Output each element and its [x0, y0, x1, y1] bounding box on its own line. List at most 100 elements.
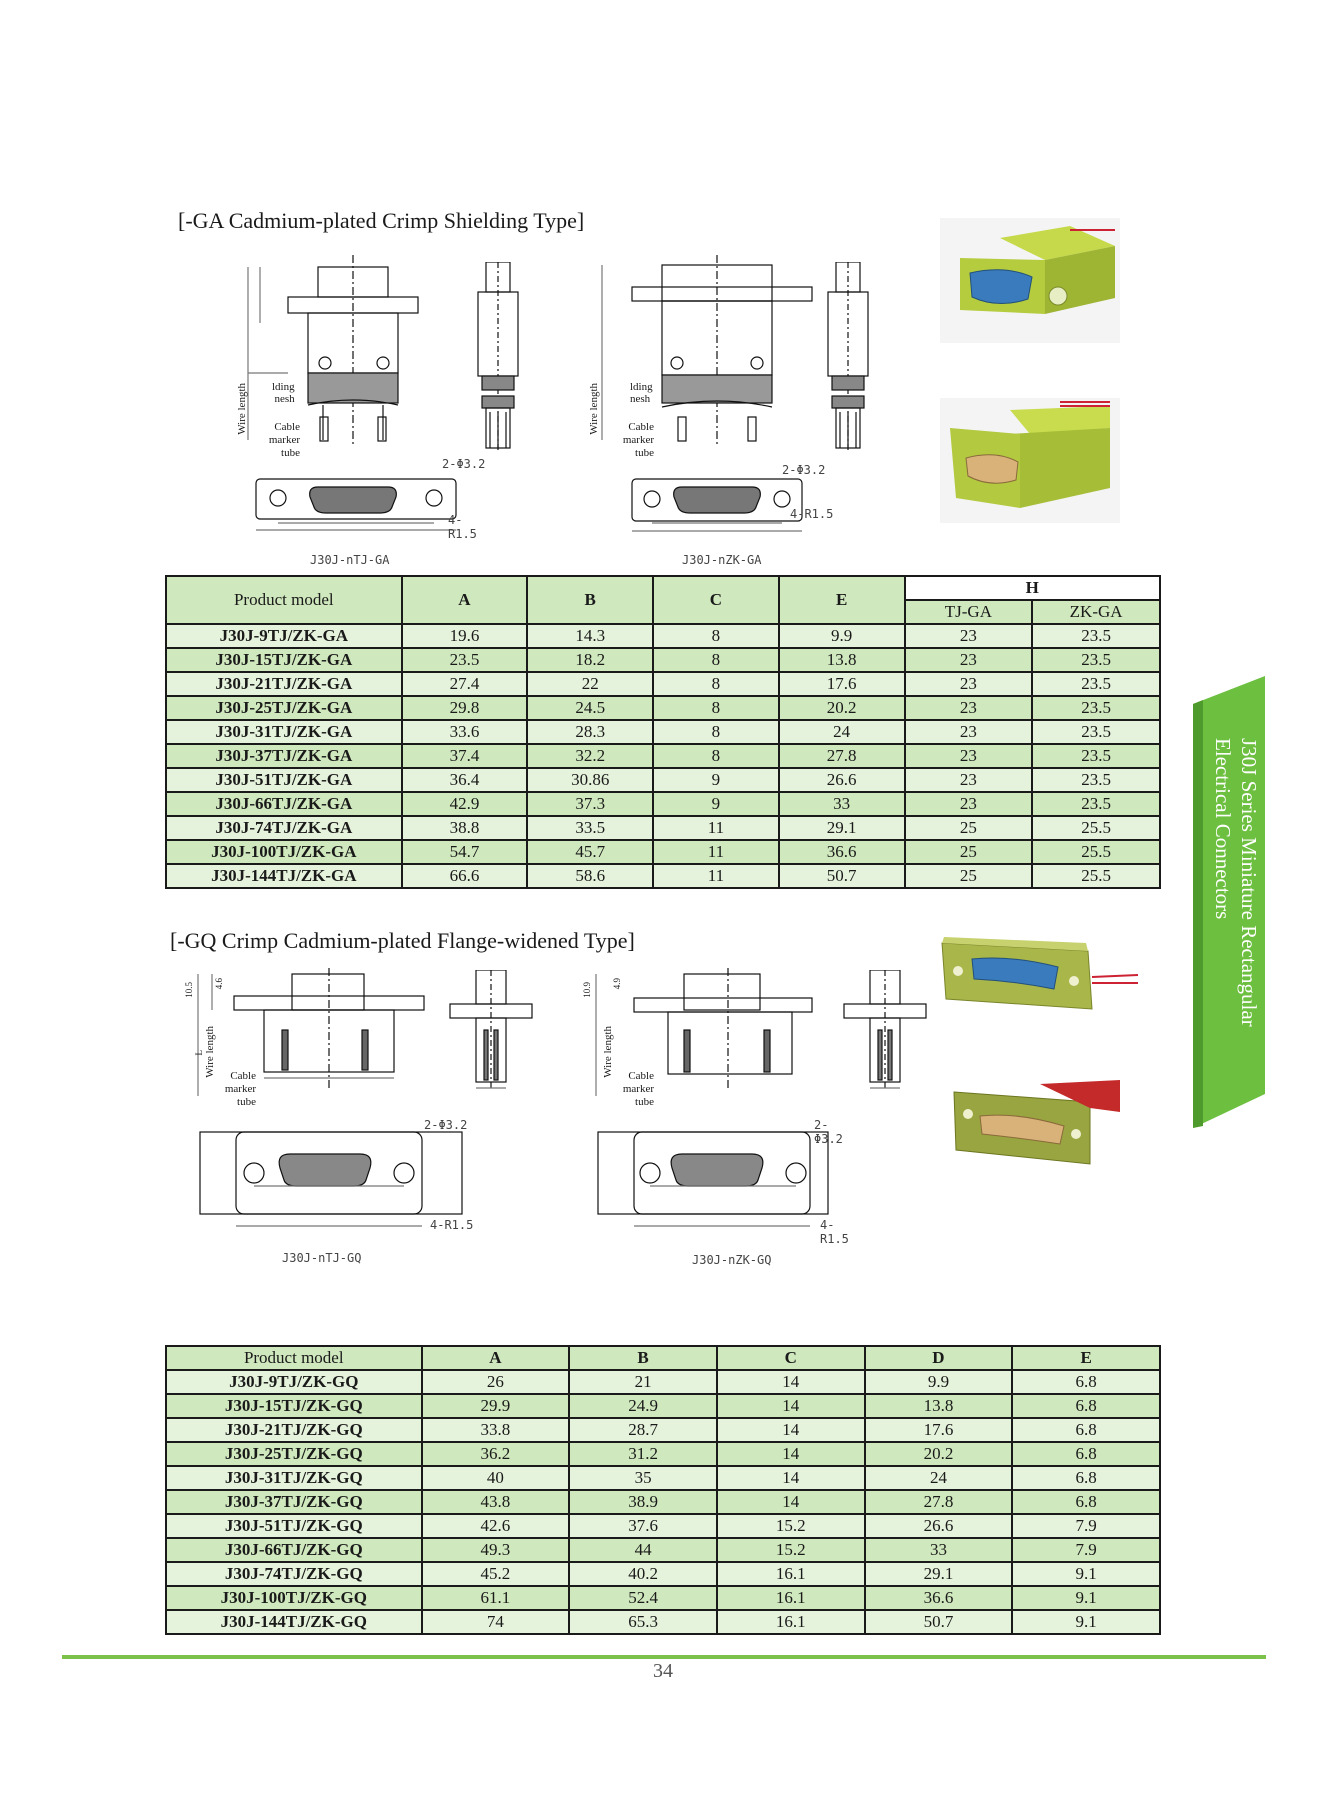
ga-cell-zk: 25.5 — [1031, 815, 1161, 841]
gq-cell-a: 42.6 — [420, 1513, 571, 1539]
ga-cell-e: 27.8 — [777, 743, 906, 769]
gq-left-length: length — [204, 1026, 216, 1054]
gq-right-technical-drawing: 10.9 4.9 Wire length Cable marker tube 2… — [582, 968, 849, 1268]
side-tab-line2: Electrical Connectors — [1211, 738, 1235, 920]
ga-cell-zk: 25.5 — [1031, 839, 1161, 865]
gq-cell-d: 33 — [863, 1537, 1014, 1563]
gq-cell-e: 7.9 — [1011, 1513, 1161, 1539]
ga-left-shield-2: nesh — [274, 393, 295, 405]
ga-cell-b: 37.3 — [526, 791, 655, 817]
gq-right-side-view — [840, 970, 930, 1110]
ga-cell-c: 11 — [652, 839, 780, 865]
ga-cell-tj: 25 — [903, 863, 1034, 889]
gq-cell-d: 36.6 — [863, 1585, 1014, 1611]
gq-cell-c: 14 — [715, 1489, 866, 1515]
ga-cell-a: 38.8 — [400, 815, 529, 841]
ga-cell-tj: 23 — [903, 623, 1034, 649]
ga-cell-model: J30J-21TJ/ZK-GA — [165, 671, 403, 697]
ga-cell-e: 33 — [777, 791, 906, 817]
ga-cell-c: 11 — [652, 863, 780, 889]
ga-header-model: Product model — [165, 575, 403, 625]
ga-cell-b: 33.5 — [526, 815, 655, 841]
gq-cell-model: J30J-100TJ/ZK-GQ — [165, 1585, 423, 1611]
gq-header-e: E — [1011, 1345, 1161, 1371]
ga-header-h-zk: ZK-GA — [1031, 599, 1161, 625]
ga-left-technical-drawing: lding nesh Wire length Cable marker tube… — [228, 255, 488, 575]
ga-cell-model: J30J-74TJ/ZK-GA — [165, 815, 403, 841]
ga-cell-e: 50.7 — [777, 863, 906, 889]
gq-cell-d: 17.6 — [863, 1417, 1014, 1443]
ga-section-title: [-GA Cadmium-plated Crimp Shielding Type… — [178, 208, 585, 233]
gq-header-b: B — [568, 1345, 718, 1371]
gq-cell-e: 6.8 — [1011, 1489, 1161, 1515]
ga-cell-e: 36.6 — [777, 839, 906, 865]
gq-cell-b: 24.9 — [568, 1393, 718, 1419]
ga-right-holes-dim: 2-Φ3.2 — [782, 463, 826, 477]
ga-left-wire-length: Wire length — [236, 383, 248, 435]
gq-cell-d: 50.7 — [863, 1609, 1014, 1635]
ga-cell-a: 37.4 — [400, 743, 529, 769]
ga-left-wire: Wire — [236, 413, 248, 435]
ga-cell-tj: 25 — [903, 839, 1034, 865]
ga-cell-model: J30J-51TJ/ZK-GA — [165, 767, 403, 793]
page-number: 34 — [653, 1660, 673, 1682]
gq-cell-e: 6.8 — [1011, 1465, 1161, 1491]
gq-right-tube: tube — [635, 1096, 654, 1108]
gq-section-title: [-GQ Crimp Cadmium-plated Flange-widened… — [170, 928, 635, 953]
gq-cell-e: 6.8 — [1011, 1393, 1161, 1419]
ga-cell-b: 14.3 — [526, 623, 655, 649]
ga-cell-a: 33.6 — [400, 719, 529, 745]
gq-cell-b: 31.2 — [568, 1441, 718, 1467]
ga-cell-model: J30J-31TJ/ZK-GA — [165, 719, 403, 745]
gq-right-dim-109: 10.9 — [582, 982, 592, 998]
gq-cell-b: 65.3 — [568, 1609, 718, 1635]
gq-cell-b: 21 — [568, 1369, 718, 1395]
ga-left-shield-1: lding — [272, 381, 295, 393]
ga-cell-e: 13.8 — [777, 647, 906, 673]
gq-cell-b: 28.7 — [568, 1417, 718, 1443]
gq-cell-e: 6.8 — [1011, 1441, 1161, 1467]
gq-cell-c: 14 — [715, 1441, 866, 1467]
gq-cell-model: J30J-9TJ/ZK-GQ — [165, 1369, 423, 1395]
ga-cell-tj: 23 — [903, 695, 1034, 721]
ga-left-tube: tube — [281, 447, 300, 459]
ga-left-caption: J30J-nTJ-GA — [310, 553, 390, 567]
ga-cell-a: 29.8 — [400, 695, 529, 721]
series-side-tab — [1193, 676, 1265, 1128]
ga-cell-zk: 25.5 — [1031, 863, 1161, 889]
ga-right-marker: marker — [622, 434, 654, 446]
ga-cell-zk: 23.5 — [1031, 671, 1161, 697]
gq-cell-d: 13.8 — [863, 1393, 1014, 1419]
gq-right-cable-callout: Cable marker tube — [604, 1070, 654, 1109]
gq-left-holes-dim: 2-Φ3.2 — [424, 1118, 468, 1132]
gq-cell-d: 9.9 — [863, 1369, 1014, 1395]
ga-product-photo-bottom — [940, 398, 1120, 523]
ga-cell-zk: 23.5 — [1031, 719, 1161, 745]
ga-cell-a: 36.4 — [400, 767, 529, 793]
ga-cell-tj: 23 — [903, 767, 1034, 793]
gq-cell-c: 16.1 — [715, 1561, 866, 1587]
gq-product-photo-top — [938, 935, 1138, 1017]
gq-cell-d: 27.8 — [863, 1489, 1014, 1515]
ga-cell-e: 29.1 — [777, 815, 906, 841]
ga-left-marker: marker — [268, 434, 300, 446]
ga-right-radius-dim: 4-R1.5 — [790, 507, 834, 521]
gq-cell-model: J30J-144TJ/ZK-GQ — [165, 1609, 423, 1635]
gq-left-dim-105: 10.5 — [184, 982, 194, 998]
ga-cell-c: 9 — [652, 767, 780, 793]
gq-right-radius-dim: 4-R1.5 — [820, 1218, 849, 1246]
gq-cell-b: 38.9 — [568, 1489, 718, 1515]
gq-cell-d: 29.1 — [863, 1561, 1014, 1587]
gq-cell-b: 35 — [568, 1465, 718, 1491]
